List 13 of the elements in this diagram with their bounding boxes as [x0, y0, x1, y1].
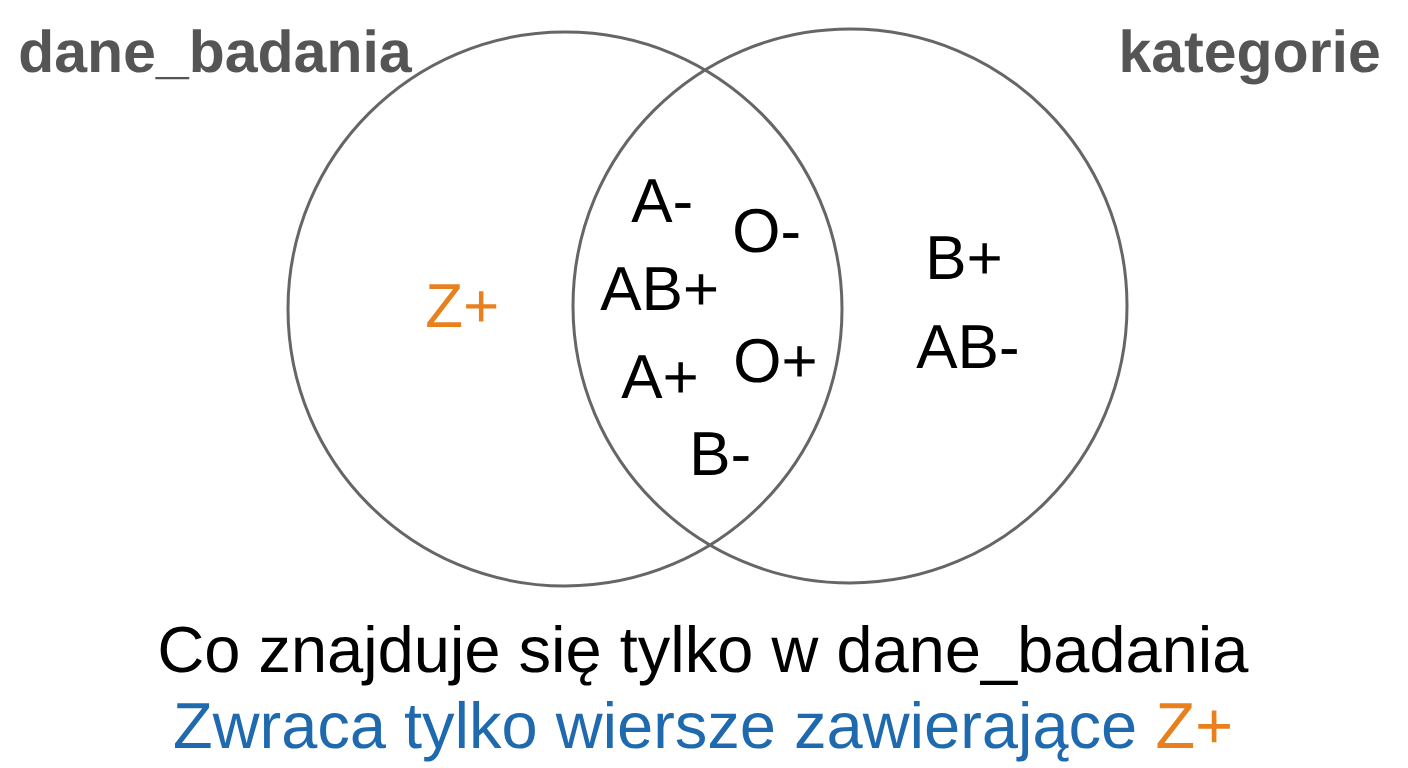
set-element: O+ — [736, 338, 815, 383]
set-title: dane_badania — [20, 29, 413, 80]
note-text: Zwraca tylko wiersze zawierające Z+ — [175, 700, 1230, 762]
set-element: B+ — [930, 236, 1000, 279]
set-element: A- — [631, 179, 691, 222]
set-title: kategorie — [1122, 29, 1379, 85]
set-element: B- — [694, 432, 749, 475]
set-element: O- — [735, 208, 799, 253]
set-element: AB- — [916, 325, 1017, 368]
set-element: A+ — [621, 355, 696, 398]
caption-text: Co znajduje się tylko w dane_badania — [160, 624, 1249, 686]
set-element: AB+ — [600, 267, 717, 310]
set-element: Z+ — [427, 284, 497, 327]
